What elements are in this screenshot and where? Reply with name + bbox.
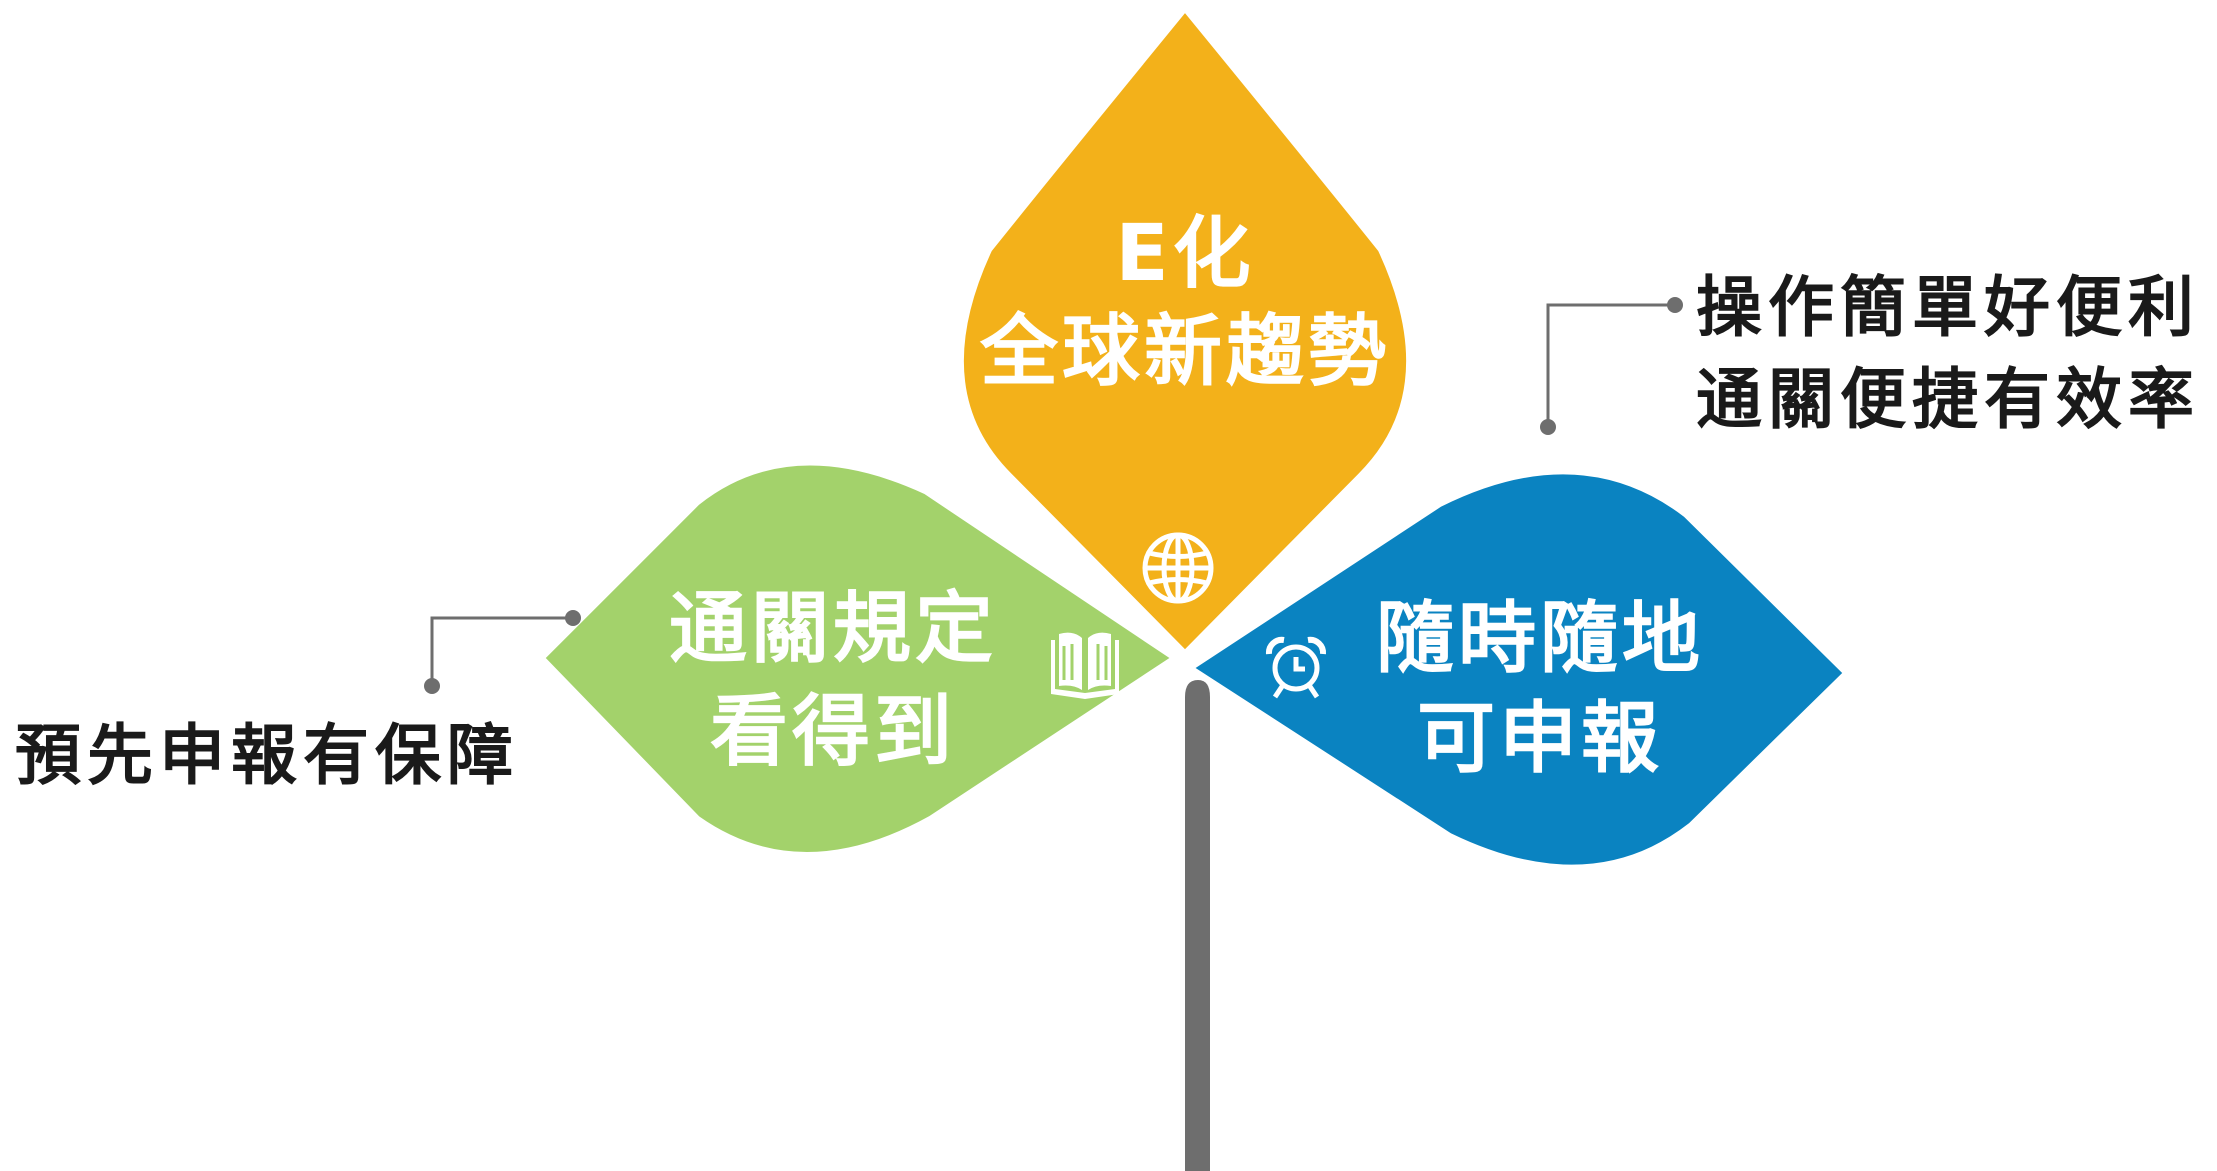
left-petal-line2: 看得到 — [710, 687, 956, 777]
stem — [1185, 680, 1210, 1171]
right-petal-line1: 隨時隨地 — [1376, 594, 1704, 684]
top-petal-line1: E化 — [1115, 209, 1254, 299]
left-petal-line1: 通關規定 — [669, 584, 997, 674]
left-connector — [424, 610, 581, 694]
right-callout-line2: 通關便捷有效率 — [1696, 361, 2200, 438]
right-petal — [1188, 470, 1848, 869]
globe-icon — [1142, 532, 1214, 604]
left-petal — [540, 461, 1177, 856]
left-callout-line1: 預先申報有保障 — [15, 717, 519, 794]
right-connector — [1540, 297, 1683, 435]
alarm-clock-icon — [1265, 636, 1327, 699]
right-callout-line1: 操作簡單好便利 — [1696, 269, 2200, 346]
right-petal-line2: 可申報 — [1417, 694, 1663, 784]
book-icon — [1051, 632, 1119, 699]
top-petal-line2: 全球新趨勢 — [979, 307, 1390, 397]
top-petal — [959, 6, 1411, 655]
